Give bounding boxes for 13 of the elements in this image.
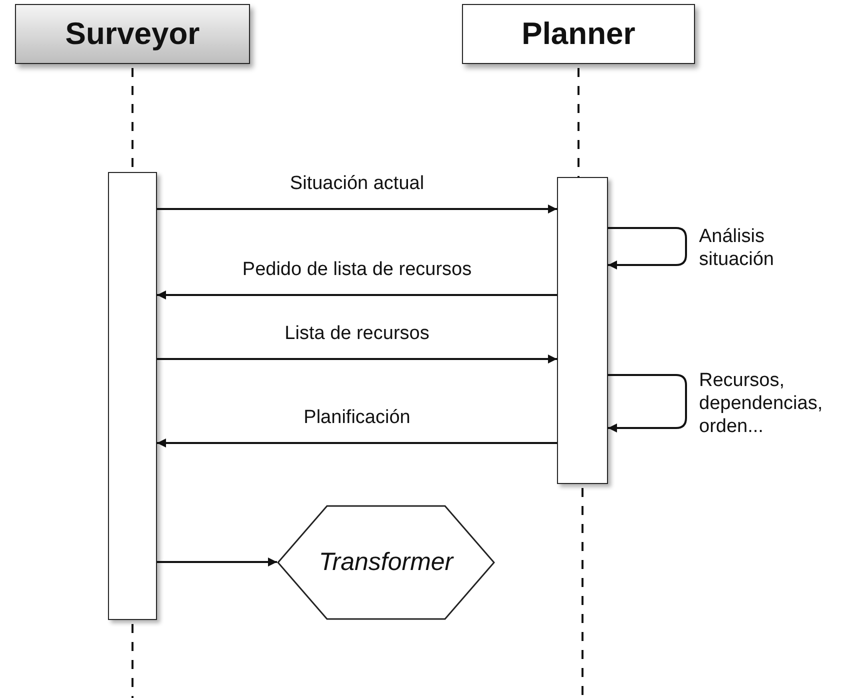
activation-bar <box>108 172 157 620</box>
message-arrow <box>608 374 687 432</box>
message-arrow <box>608 227 687 270</box>
message-arrow <box>157 204 557 214</box>
activation-bar <box>557 177 608 484</box>
message-arrow <box>157 290 557 300</box>
message-arrow <box>157 438 557 448</box>
node-text: Transformer <box>318 548 454 577</box>
message-arrow <box>157 354 557 364</box>
actor-box: Surveyor <box>15 4 250 64</box>
lifeline <box>578 68 580 177</box>
actor-box: Planner <box>462 4 695 64</box>
message-arrow <box>157 558 277 566</box>
